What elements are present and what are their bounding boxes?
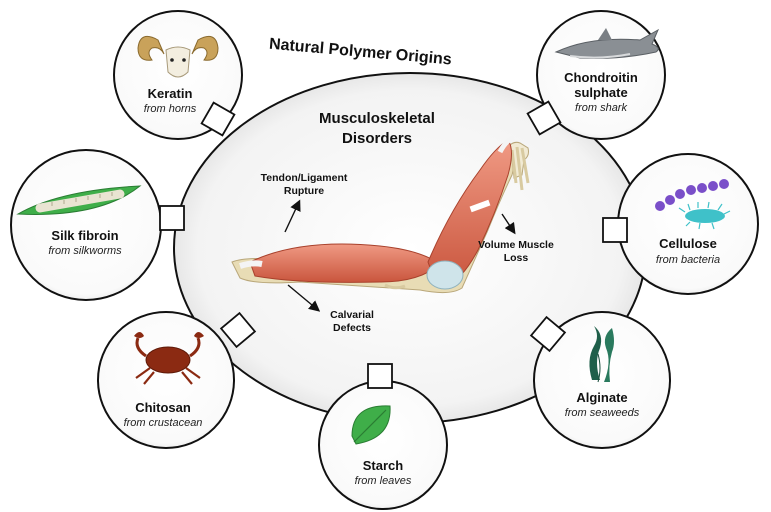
annotation-volume-line2: Loss (504, 252, 529, 264)
annotation-tendon-line2: Rupture (284, 185, 324, 197)
cellulose-name: Cellulose (659, 236, 717, 251)
starch-connector (368, 364, 392, 388)
starch-name: Starch (363, 458, 404, 473)
starch-origin: from leaves (355, 475, 412, 487)
silk-node: Silk fibroin from silkworms (11, 150, 161, 300)
cellulose-connector (603, 218, 627, 242)
cellulose-node: Cellulose from bacteria (618, 154, 758, 294)
cellulose-origin: from bacteria (656, 254, 720, 266)
chitosan-origin: from crustacean (124, 417, 203, 429)
silk-connector (160, 206, 184, 230)
center-title-line2: Disorders (342, 130, 412, 147)
annotation-calvarial-line2: Defects (333, 322, 371, 334)
chondroitin-origin: from shark (575, 102, 627, 114)
silk-origin: from silkworms (48, 245, 122, 257)
diagram-title: Natural Polymer Origins (268, 36, 452, 69)
annotation-calvarial-line1: Calvarial (330, 309, 374, 321)
chondroitin-name-line2: sulphate (574, 85, 627, 100)
silk-name: Silk fibroin (51, 228, 118, 243)
chondroitin-name-line1: Chondroitin (564, 70, 638, 85)
alginate-origin: from seaweeds (565, 407, 640, 419)
annotation-volume-line1: Volume Muscle (478, 239, 554, 251)
starch-node: Starch from leaves (319, 381, 447, 509)
annotation-tendon-line1: Tendon/Ligament (261, 172, 348, 184)
keratin-origin: from horns (144, 103, 197, 115)
chitosan-name: Chitosan (135, 400, 191, 415)
center-title-line1: Musculoskeletal (319, 110, 435, 127)
alginate-name: Alginate (576, 390, 627, 405)
chitosan-node: Chitosan from crustacean (98, 312, 234, 448)
keratin-name: Keratin (148, 86, 193, 101)
